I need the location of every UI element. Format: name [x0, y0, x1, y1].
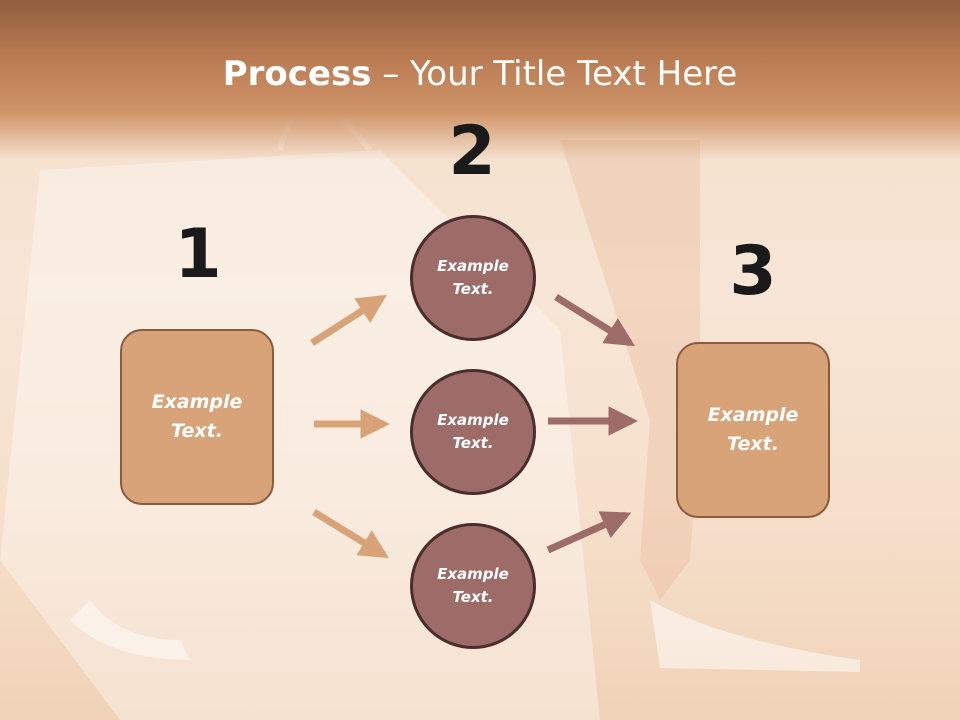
step-number-2: 2: [448, 112, 496, 191]
slide-title[interactable]: Process – Your Title Text Here: [0, 52, 960, 96]
circle-bottom-text: Example Text.: [437, 565, 509, 606]
circle-top[interactable]: Example Text.: [410, 215, 536, 341]
step-number-3: 3: [729, 232, 777, 311]
left-sandal-shape: [70, 600, 190, 660]
step-1-text: Example Text.: [151, 391, 243, 442]
arrow-1-to-top-circle: [310, 294, 387, 346]
title-rest: – Your Title Text Here: [371, 54, 738, 94]
arrow-1-to-bottom-circle: [312, 509, 390, 559]
sandal-shape: [650, 600, 860, 672]
circle-top-text: Example Text.: [437, 257, 509, 298]
title-bold: Process: [222, 54, 372, 94]
circle-middle[interactable]: Example Text.: [410, 369, 536, 495]
circle-middle-text: Example Text.: [437, 411, 509, 452]
step-3-box[interactable]: Example Text.: [676, 342, 830, 518]
step-3-text: Example Text.: [707, 404, 799, 455]
step-1-box[interactable]: Example Text.: [120, 329, 274, 505]
arrow-bottom-circle-to-3: [546, 511, 632, 554]
circle-bottom[interactable]: Example Text.: [410, 523, 536, 649]
title-bar: [0, 0, 960, 160]
arrow-top-circle-to-3: [554, 294, 635, 347]
step-number-1: 1: [174, 215, 222, 294]
leg-shape: [560, 140, 700, 600]
